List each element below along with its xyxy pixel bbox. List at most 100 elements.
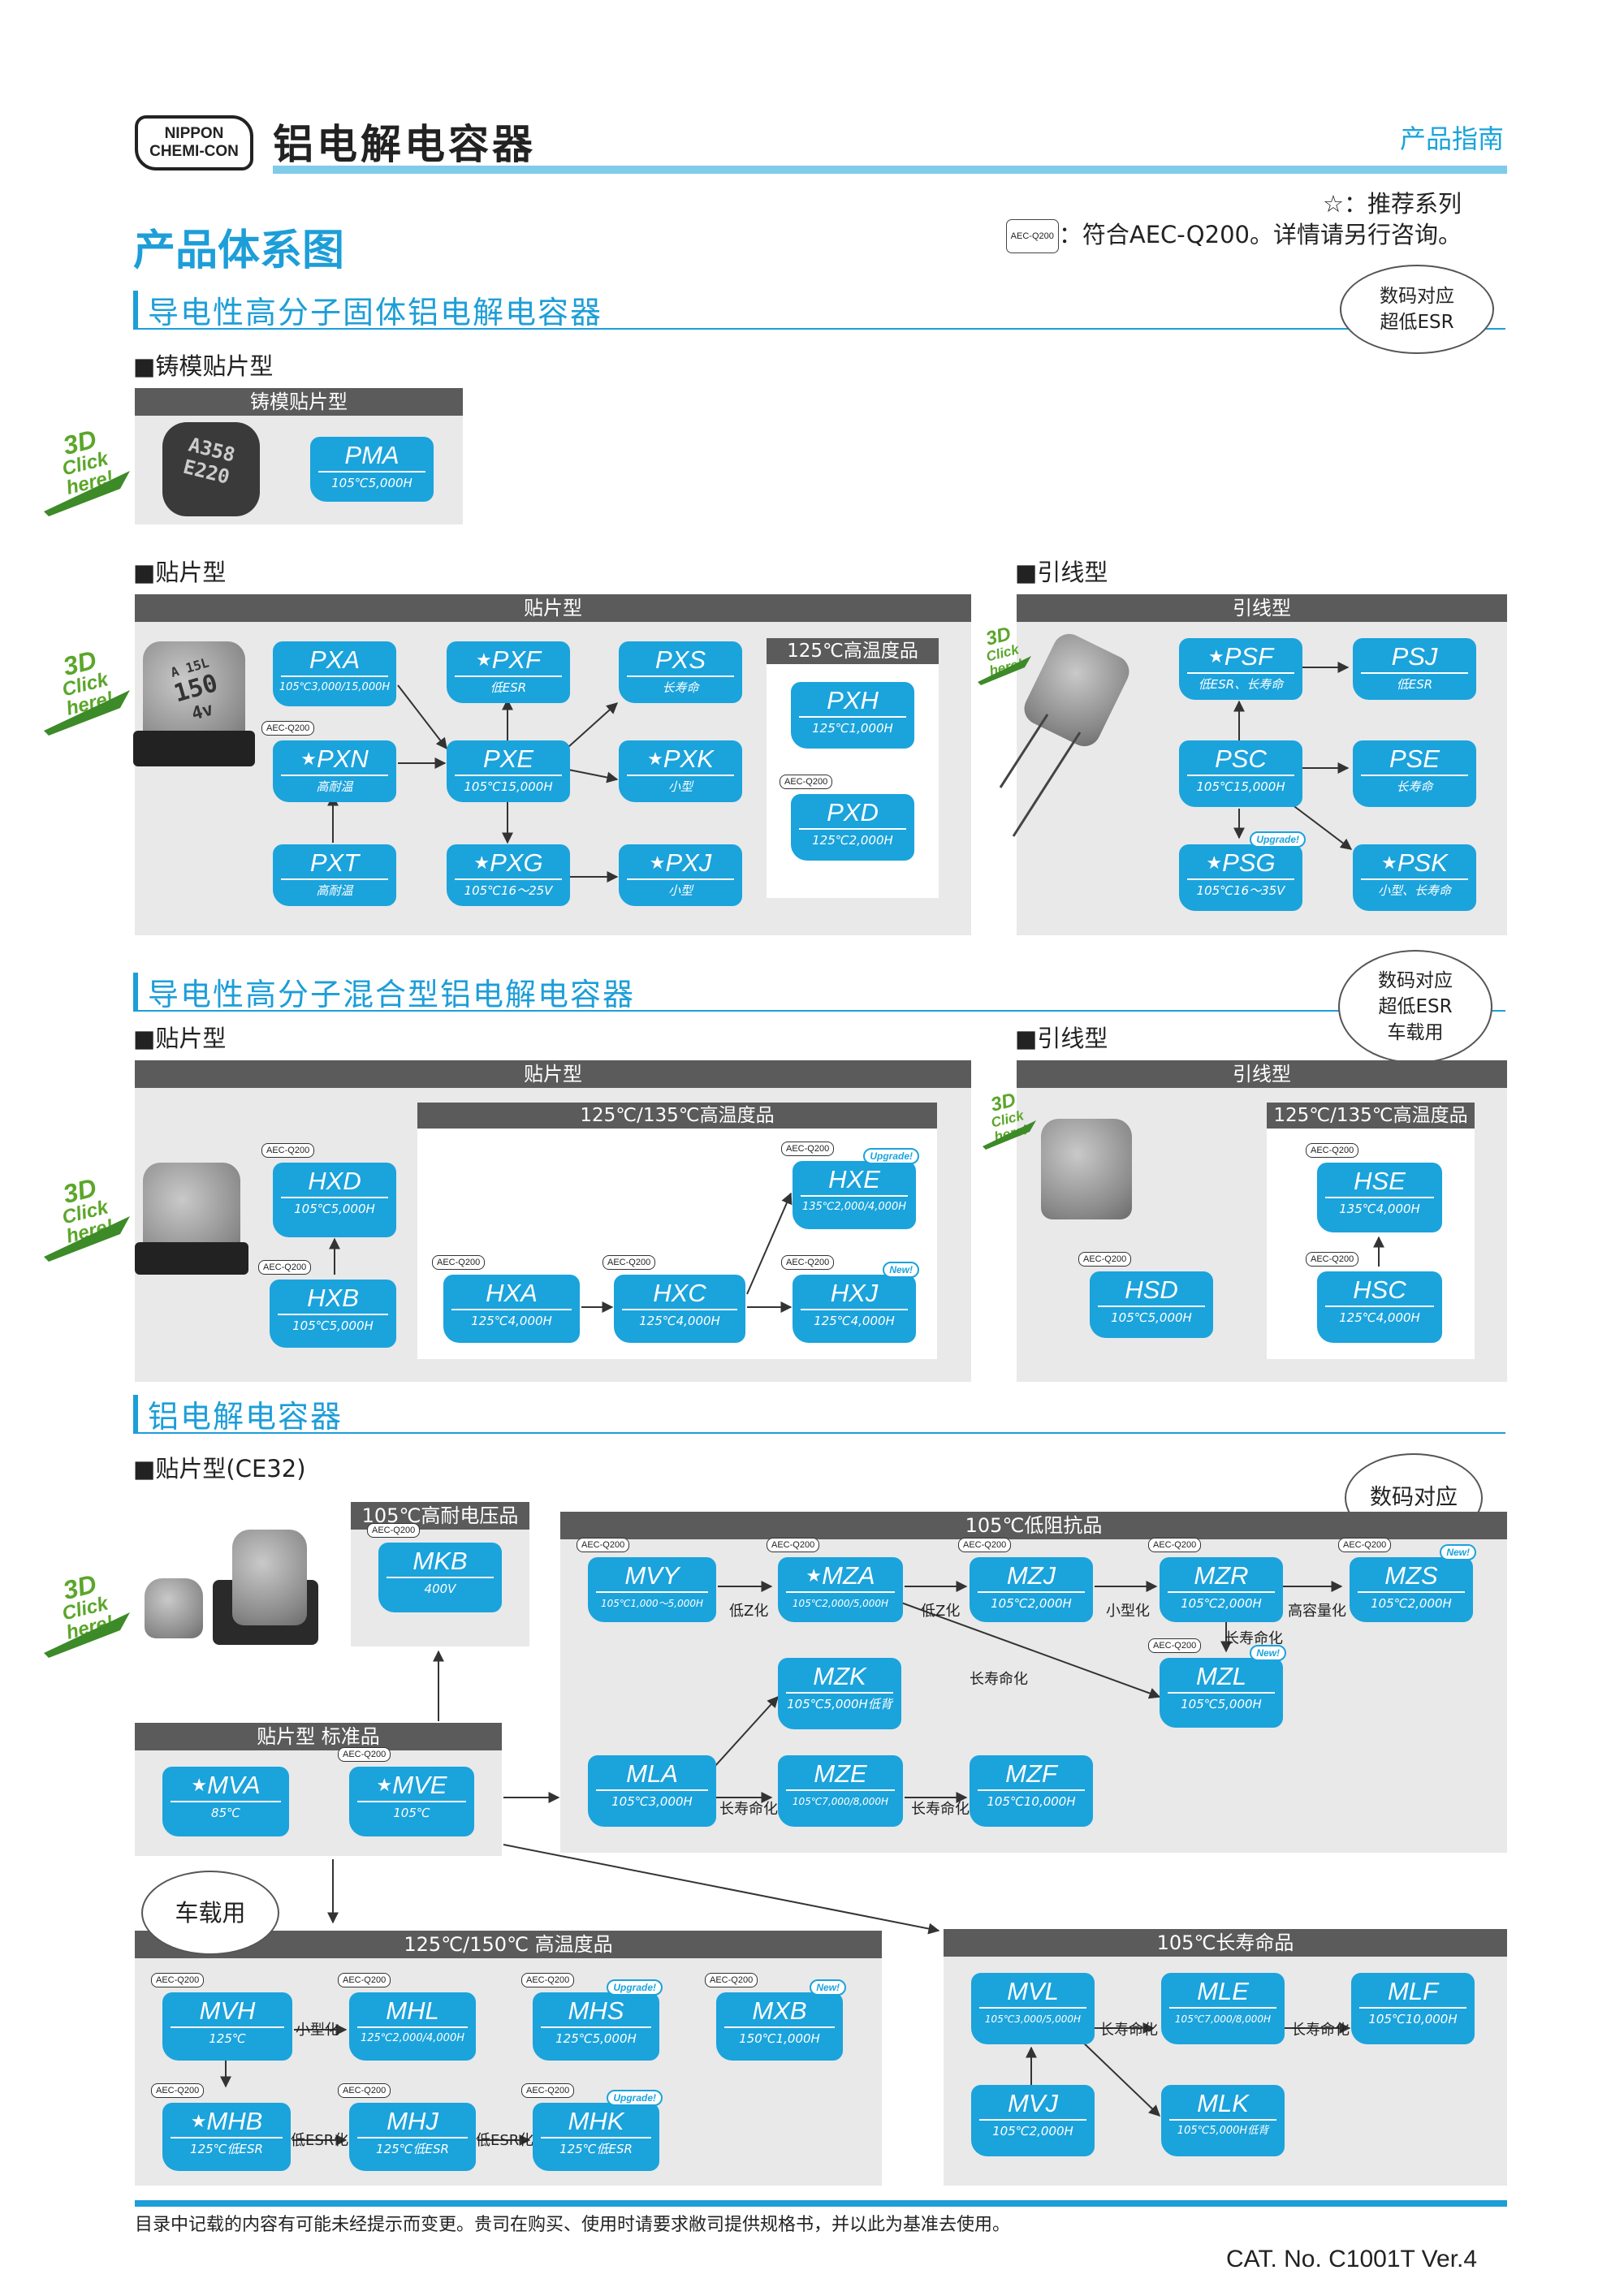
panel-title: 105℃长寿命品 <box>944 1929 1507 1957</box>
aec-q200-tag: AEC-Q200 <box>705 1973 758 1987</box>
capacitor-base <box>133 731 255 766</box>
star-icon: ★ <box>649 852 666 873</box>
product-name: PXD <box>827 798 879 826</box>
catalog-number: CAT. No. C1001T Ver.4 <box>1226 2246 1478 2272</box>
arrow-label: 低Z化 <box>729 1603 769 1620</box>
section-line <box>133 328 1505 330</box>
arrow-label: 低Z化 <box>921 1603 961 1620</box>
product-spec: 135℃4,000H <box>1339 1202 1420 1216</box>
star-icon: ★ <box>1207 646 1224 667</box>
star-icon: ★ <box>300 749 317 769</box>
product-spec: 105℃10,000H <box>1368 2012 1458 2026</box>
product-name: PXA <box>309 645 361 674</box>
subsection-chip-ce32: ■贴片型(CE32) <box>133 1455 306 1482</box>
product-name: MZE <box>814 1759 867 1788</box>
product-name: MVJ <box>1008 2089 1058 2117</box>
product-spec: 长寿命 <box>1396 779 1433 794</box>
section-title-aluminum: 铝电解电容器 <box>148 1399 343 1435</box>
product-spec: 125℃2,000H <box>812 833 893 848</box>
product-spec: 105℃5,000H <box>292 1318 374 1333</box>
product-name: MZJ <box>1006 1561 1056 1590</box>
product-spec: 长寿命 <box>662 680 699 695</box>
product-spec: 85℃ <box>211 1806 240 1820</box>
arrow-label: 高容量化 <box>1288 1603 1346 1620</box>
aec-q200-tag: AEC-Q200 <box>958 1538 1012 1552</box>
arrow-label: 小型化 <box>1106 1603 1150 1620</box>
product-name: PSJ <box>1391 642 1438 671</box>
arrow-label: 长寿命化 <box>1224 1630 1283 1647</box>
aec-q200-tag: AEC-Q200 <box>1148 1538 1202 1552</box>
product-name: HSE <box>1354 1167 1406 1195</box>
product-spec: 125℃4,000H <box>639 1314 720 1328</box>
aec-q200-tag: AEC-Q200 <box>1306 1252 1359 1267</box>
aec-q200-tag: AEC-Q200 <box>767 1538 820 1552</box>
product-mlf[interactable]: MLF 105℃10,000H <box>1351 1973 1475 2044</box>
product-spec: 105℃2,000/5,000H <box>792 1598 889 1609</box>
aec-q200-tag: AEC-Q200 <box>781 1142 835 1156</box>
product-name: PSG <box>1222 848 1276 877</box>
upgrade-badge: Upgrade! <box>607 2090 663 2106</box>
product-name: MLF <box>1388 1977 1438 2005</box>
subsection-chip: ■贴片型 <box>133 559 227 586</box>
star-note: ☆：推荐系列 <box>1323 190 1462 218</box>
product-name: MKB <box>412 1547 468 1575</box>
product-name: PXF <box>491 645 542 674</box>
product-spec: 125℃低ESR <box>190 2142 263 2156</box>
section-title-solid-polymer: 导电性高分子固体铝电解电容器 <box>148 295 603 330</box>
hybrid-lead-capacitor-image <box>1041 1119 1132 1219</box>
header-bar <box>273 166 1507 174</box>
aluminum-large-capacitor-image <box>232 1530 307 1625</box>
